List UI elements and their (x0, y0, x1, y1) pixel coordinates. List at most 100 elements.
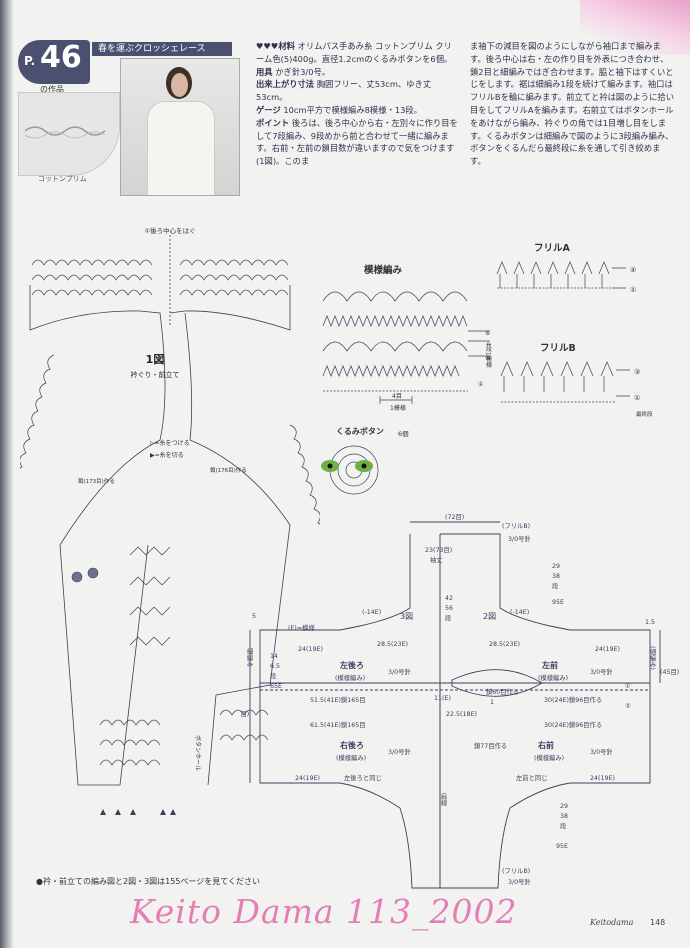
page-prefix: P. (24, 54, 36, 68)
frill-b-mark-3: ③ (634, 368, 640, 376)
fig23-mark-1: ① (625, 683, 631, 690)
fig23-five-cm: 5 (252, 613, 256, 620)
fig23-minus14-right: (-14E) (510, 609, 529, 616)
fig23-hook-top: 3/0号針 (508, 534, 531, 543)
frill-b-mark-1: ① (634, 394, 640, 402)
pattern-stitch-label: 4目 (392, 393, 402, 400)
fig23-same-right: 左前と同じ (516, 773, 547, 782)
fig23-right-back-sub: (模様編み) (336, 753, 366, 762)
fig23-right-height: (45目) (660, 668, 679, 676)
work-label: の作品 (40, 85, 64, 94)
fig23-right-1cm: 1.5 (645, 619, 655, 626)
frill-b-chart: ③ ① 最終段 (500, 361, 653, 418)
fig23-top-width: (72目) (445, 513, 464, 521)
frill-a-mark-1: ① (630, 286, 636, 294)
fig23-bottom-hook: 3/0号針 (508, 877, 531, 886)
fig23-fig2-label: 2図 (483, 612, 496, 621)
model-photo (120, 58, 240, 196)
fig23-chain60: 鎖60目作る (486, 687, 519, 696)
pattern-mark-1: ① (478, 381, 483, 388)
frill-a-chart: ④ ① (496, 261, 636, 294)
pattern-repeat-label: 1模様 (390, 404, 406, 412)
page-number-footer: 148 (650, 918, 666, 927)
fig1-chain-left: 鎖(173目)作る (78, 477, 115, 485)
fig23-left-front: 左前 (541, 660, 558, 670)
fig23-fig3-label: 3図 (400, 612, 413, 621)
fig23-bottom-frill: (フリルB) (502, 867, 530, 875)
fig23-frill-b-top: (フリルB) (502, 522, 530, 530)
fig23-right-front-hook: 3/0号針 (590, 747, 613, 756)
fig23-one-cm: 1 (490, 699, 494, 706)
swatch-label: コットンプリム (38, 175, 87, 183)
fig1-buttonhole: ボタンホール (194, 735, 202, 771)
frill-a-mark-4: ④ (630, 266, 636, 274)
page-gutter-shadow (0, 0, 14, 948)
pattern-title: 春を運ぶクロッシェレース (92, 42, 232, 56)
size-line: 出来上がり寸法 胸囲フリー、丈53cm、ゆき丈53cm。 (256, 79, 432, 103)
fig23-left-dim-4: 65E (270, 683, 282, 690)
footnote: ●衿・前立ての編み図と2図・3図は155ページを見てください (36, 877, 261, 886)
fig23-sleeve-dim-1: 29 (552, 563, 560, 570)
fig23-center-dim-2: 56 (445, 605, 453, 612)
materials-column: ♥♥♥材料 オリムパス手あみ糸 コットンプリム クリーム色(5)400g。直径1… (256, 40, 458, 168)
fig23-bottom-dim-2: 38 (560, 813, 568, 820)
fig23-left-front-sub: (模様編み) (538, 673, 568, 682)
button-title: くるみボタン (336, 427, 384, 436)
fig23-left-dim-1: 14 (270, 653, 278, 660)
frill-b-last-row: 最終段 (636, 410, 653, 418)
fig23-minus14-left: (-14E) (362, 609, 381, 616)
fig23-right-front: 右前 (537, 740, 554, 750)
fig23-mark-2: ② (625, 703, 631, 710)
materials-line: ♥♥♥材料 オリムパス手あみ糸 コットンプリム クリーム色(5)400g。直径1… (256, 41, 453, 64)
gauge-line: ゲージ 10cm平方で模様編み8模様・13段。 (256, 104, 422, 115)
button-count: 6個 (398, 430, 409, 438)
fig23-right-back-hook: 3/0号針 (388, 747, 411, 756)
fig23-right-front-sub: (模様編み) (534, 753, 564, 762)
fig23-w24-left: 24(19E) (298, 646, 323, 653)
fig23-left-dim-2: 6.5 (270, 663, 280, 670)
fig1-title: 1図 (146, 352, 165, 366)
fig23-left-front-hook: 3/0号針 (590, 667, 613, 676)
fig23-stitch-note: (E)=模様 (288, 623, 315, 632)
fig23-left-back: 左後ろ (339, 660, 364, 670)
fig23-left-height: (37目) (240, 710, 249, 718)
fig23-center-dim-1: 42 (445, 595, 453, 602)
pattern-title: 模様編み (364, 265, 403, 276)
fig1-chain-right: 鎖(176目)作る (210, 466, 247, 474)
fig23-left-back-sub: (模様編み) (335, 673, 365, 682)
magazine-brand: Keito Dama 113_2002 (130, 892, 518, 931)
swatch-lace-icon (25, 126, 106, 139)
fig23-left-dim-3: 段 (270, 671, 277, 680)
fig23-center-w: 11(E) (434, 695, 451, 702)
fig23-sleeve-dim-4: 95E (552, 599, 564, 606)
fig1-legend-cut: ▶=糸を切る (150, 451, 184, 459)
page-badge: P. 46 (18, 40, 90, 84)
fig23-back-sleeve-label: 袖丈 (430, 555, 443, 564)
fig23-sleeve-dim-2: 38 (552, 573, 560, 580)
fig23-left-back-hook: 3/0号針 (388, 667, 411, 676)
pattern-stitch-chart: ⑥ ④ ① 4段1模様 4目 1模様 (322, 291, 492, 412)
fig23-left-side: 細編み (246, 647, 253, 668)
fig23-bottom-dim-3: 段 (560, 821, 567, 830)
fig23-w24-right: 24(19E) (595, 646, 620, 653)
fig23-w285-left: 28.5(23E) (377, 641, 408, 648)
fig23-center-dim-3: 段 (445, 613, 452, 622)
frill-b-title: フリルB (540, 343, 576, 354)
brand-small: Keitodama (590, 918, 634, 927)
covered-button-chart (321, 445, 379, 495)
pink-corner-decoration (580, 0, 690, 55)
pattern-mark-6: ⑥ (485, 330, 490, 337)
fig23-center-w2: 22.5(18E) (446, 711, 477, 718)
fig1-back-center-note: ①後ろ中心をはぐ (144, 226, 195, 235)
tools-line: 用具 かぎ針3/0号。 (256, 66, 331, 77)
fig23-w24-bl: 24(19E) (295, 775, 320, 782)
frill-a-title: フリルA (534, 243, 570, 254)
instructions-column: ま袖下の減目を図のようにしながら袖口まで編みます。後ろ中心は右・左の作り目を外表… (470, 41, 674, 167)
fig23-back-sleeve-top: 23(73目) (425, 546, 452, 554)
fig23-w24-br: 24(19E) (590, 775, 615, 782)
fig1-collar-diagram: ①後ろ中心をはぐ 1図 衿ぐり・前立て ▷=糸をつける ▶=糸を切る 鎖(173… (20, 226, 320, 815)
pattern-rows-label: 4段1模様 (485, 342, 492, 368)
fig23-bottom-dim-4: 95E (556, 843, 568, 850)
fig23-bottom-dim-1: 29 (560, 803, 568, 810)
fig1-subtitle: 衿ぐり・前立て (131, 370, 180, 379)
